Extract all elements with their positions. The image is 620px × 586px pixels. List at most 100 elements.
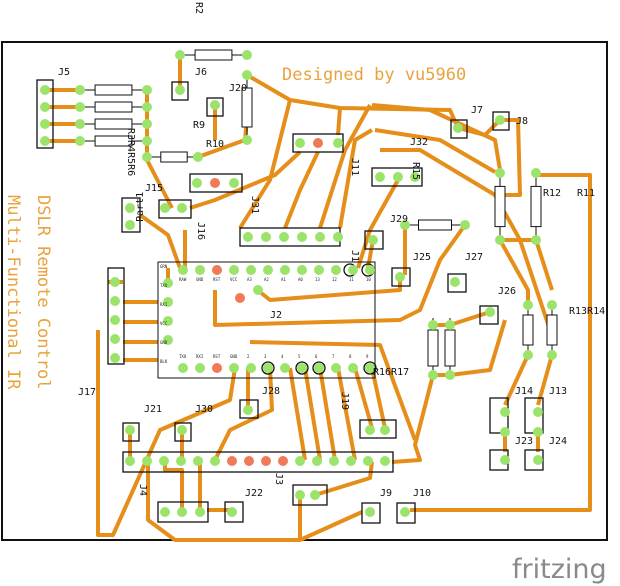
label-j10: J10 [413,488,431,499]
resistor [530,185,542,228]
arduino-pin-label: RXI [160,302,168,307]
trace [189,150,302,210]
label-j29: J29 [390,214,408,225]
arduino-pin-label: 13 [315,277,320,282]
pad [280,265,290,275]
pad [523,350,533,360]
connector-header [492,111,510,131]
resistor [418,219,452,231]
pad [313,138,323,148]
trace [288,367,307,461]
pad [495,168,505,178]
label-j21: J21 [144,404,162,415]
label-j20: J20 [229,83,247,94]
arduino-pin-label: 11 [349,277,354,282]
pad [193,152,203,162]
pad [450,277,460,287]
label-j31: J31 [249,196,260,214]
board-title-line1: Multi-Functional IR [3,195,23,390]
pad [365,507,375,517]
pad [261,456,271,466]
label-j9: J9 [380,488,392,499]
pad [297,232,307,242]
arduino-pin-label: GND [196,277,204,282]
pad [175,50,185,60]
arduino-pin-label: VCC [160,321,168,326]
label-part1: Part1 [135,192,146,222]
pad [192,178,202,188]
pad [500,427,510,437]
pad [329,456,339,466]
trace [371,103,502,171]
pad [243,405,253,415]
label-j22: J22 [245,488,263,499]
connector-header [158,199,192,219]
pads [40,50,557,517]
trace [336,107,342,136]
connector-header [121,197,141,233]
pad [400,220,410,230]
trace [318,367,337,461]
via-ring [363,361,377,375]
connector-header [36,79,54,149]
pad [246,265,256,275]
label-j6: J6 [195,67,207,78]
connector-header [391,267,411,287]
trace [374,128,497,174]
arduino-pin-label: BLK [160,359,168,364]
pad [485,307,495,317]
arduino-pin-label: 2 [247,354,250,359]
arduino-pin-label: 10 [366,277,371,282]
pad [160,203,170,213]
pad [315,232,325,242]
pad [125,425,135,435]
pad [428,370,438,380]
pad [178,265,188,275]
trace [249,340,417,441]
trace [318,104,372,229]
pad [163,297,173,307]
pad [531,235,541,245]
pad [533,427,543,437]
label-r13r14: R13R14 [569,306,605,317]
label-j7: J7 [471,105,483,116]
connector-header [206,97,224,117]
arduino-pin-label: GND [160,340,168,345]
pad [235,293,245,303]
pad [263,265,273,275]
label-j11: J11 [349,158,360,176]
pad [177,203,187,213]
connector-header [396,502,416,524]
arduino-pin-label: RST [213,354,221,359]
connector-header [107,267,125,365]
trace [356,179,400,269]
pad [533,407,543,417]
trace [213,367,274,461]
arduino-pin-label: 6 [315,354,318,359]
pad [500,455,510,465]
pad [278,456,288,466]
trace [253,275,402,302]
trace [534,239,554,291]
label-j3: J3 [273,473,284,485]
pad [75,119,85,129]
trace [410,173,592,512]
pad [261,232,271,242]
pad [295,138,305,148]
pad [453,123,463,133]
pad [177,425,187,435]
connector-header [224,501,244,523]
pad [210,100,220,110]
label-r12: R12 [543,188,561,199]
pad [212,363,222,373]
pad [40,136,50,146]
resistor [94,118,133,130]
via-ring [295,361,309,375]
connector-header [450,119,468,139]
pad [142,136,152,146]
components [36,49,558,524]
label-j30: J30 [195,404,213,415]
label-j5: J5 [58,67,70,78]
label-j19: J19 [339,392,350,410]
trace [503,354,530,406]
